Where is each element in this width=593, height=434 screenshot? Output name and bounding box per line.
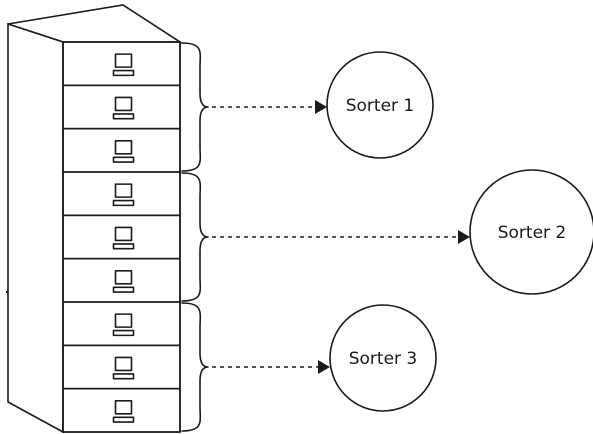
drawer-label-holder — [114, 53, 133, 68]
arrowhead-icon — [315, 100, 327, 114]
sorter-group-2: Sorter 2 — [181, 169, 593, 302]
grouping-brace — [181, 172, 209, 302]
sorter-circle — [326, 51, 434, 159]
arrowhead-icon — [458, 230, 470, 244]
sorter-group-3: Sorter 3 — [181, 302, 437, 432]
drawer-label-holder — [114, 356, 133, 372]
drawer-handle — [112, 113, 135, 120]
drawer-label-holder — [114, 313, 133, 328]
sorter-group-1: Sorter 1 — [181, 42, 434, 172]
sorter-circle — [329, 304, 437, 412]
filing-cabinet — [7, 4, 183, 434]
drawer-label-holder — [114, 96, 133, 112]
drawer-handle — [112, 243, 135, 250]
drawer-handle — [112, 329, 135, 337]
sorter-label: Sorter 3 — [349, 349, 418, 369]
drawer-label-holder — [114, 140, 133, 155]
drawer-handle — [112, 416, 135, 423]
drawer-handle — [112, 69, 135, 77]
sorter-circle — [469, 169, 593, 295]
sorter-label: Sorter 2 — [498, 223, 567, 243]
drawer-label-holder — [114, 226, 133, 242]
drawer-handle — [112, 286, 135, 293]
drawer-stack — [62, 41, 181, 433]
drawer-label-holder — [114, 399, 133, 415]
drawer-handle — [112, 156, 135, 163]
drawer-label-holder — [114, 183, 133, 198]
drawer-handle — [112, 373, 135, 380]
drawer-label-holder — [114, 269, 133, 285]
cabinet-drawer — [62, 387, 181, 433]
arrowhead-icon — [318, 360, 330, 374]
grouping-brace — [181, 302, 209, 432]
sorter-groups: Sorter 1 Sorter 2 Sorter 3 — [181, 42, 593, 432]
sorter-label: Sorter 1 — [346, 96, 415, 116]
cabinet-side-face — [7, 22, 64, 434]
drawer-handle — [112, 199, 135, 207]
grouping-brace — [181, 42, 209, 172]
stray-mark — [5, 290, 9, 294]
